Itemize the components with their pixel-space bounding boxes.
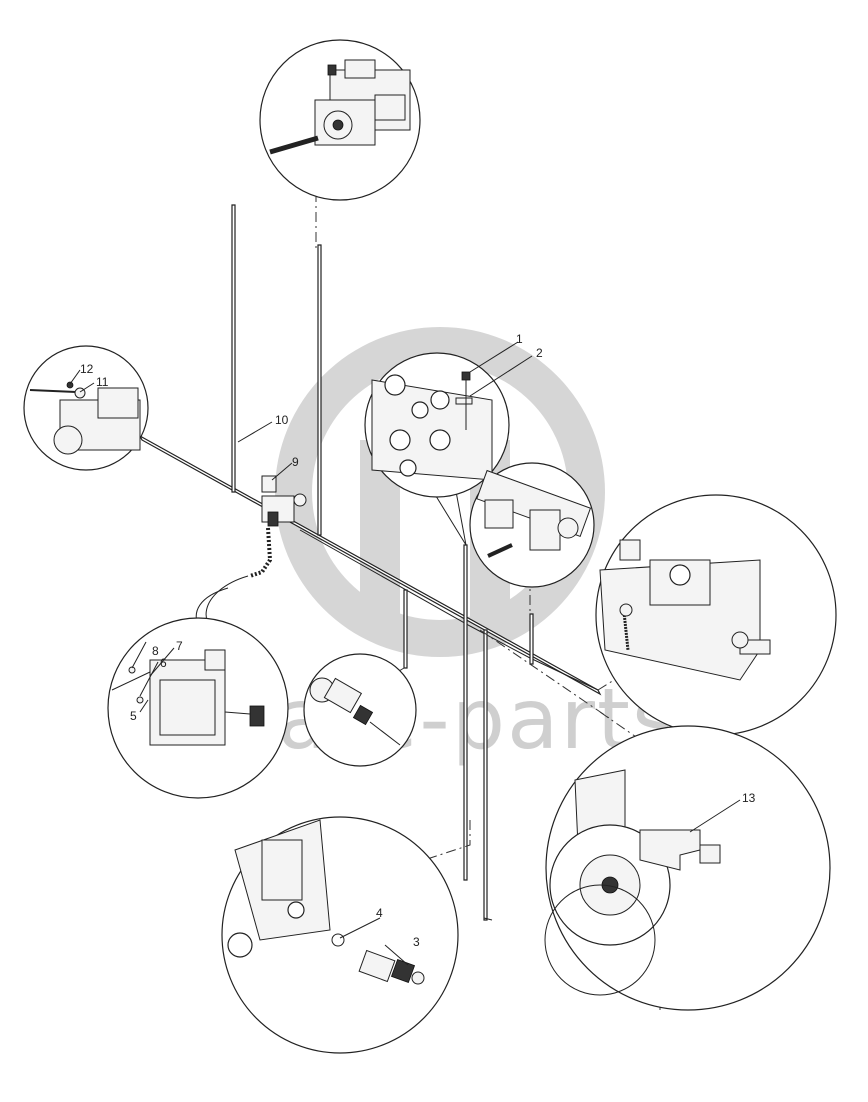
callout-1: 1 <box>516 332 523 346</box>
callout-2: 2 <box>536 346 543 360</box>
detail-circle-cylinder-head <box>364 352 510 498</box>
vertical-branch-long <box>483 629 488 921</box>
vertical-branch-center <box>463 544 468 881</box>
callout-3: 3 <box>413 935 420 949</box>
callout-7: 7 <box>176 639 183 653</box>
detail-circle-rail-sensor <box>469 462 595 588</box>
detail-circle-ecu <box>107 617 289 799</box>
detail-circle-temp-sensor <box>221 816 459 1054</box>
detail-circle-left-sensor <box>23 345 149 471</box>
vertical-branch-left <box>231 204 236 493</box>
callout-10: 10 <box>275 413 289 427</box>
callout-8: 8 <box>152 644 159 658</box>
callout-13: 13 <box>742 791 756 805</box>
callout-labels: 1 2 3 4 5 6 7 8 9 10 11 12 13 <box>80 332 756 949</box>
callout-5: 5 <box>130 709 137 723</box>
detail-circle-flywheel <box>544 725 831 1011</box>
vertical-branch-right <box>529 613 534 665</box>
callout-12: 12 <box>80 362 94 376</box>
detail-circle-speed-sensor <box>303 653 417 767</box>
main-harness <box>138 204 602 921</box>
detail-circle-injection-pump <box>259 39 421 201</box>
detail-circle-intake <box>595 494 837 736</box>
callout-6: 6 <box>160 656 167 670</box>
watermark-text: date-parts <box>222 670 678 768</box>
callout-11: 11 <box>96 375 109 389</box>
callout-9: 9 <box>292 455 299 469</box>
vertical-branch-mid <box>317 244 322 536</box>
vertical-branch-sensor <box>403 589 408 669</box>
callout-4: 4 <box>376 906 383 920</box>
callout-leaders <box>69 341 741 966</box>
